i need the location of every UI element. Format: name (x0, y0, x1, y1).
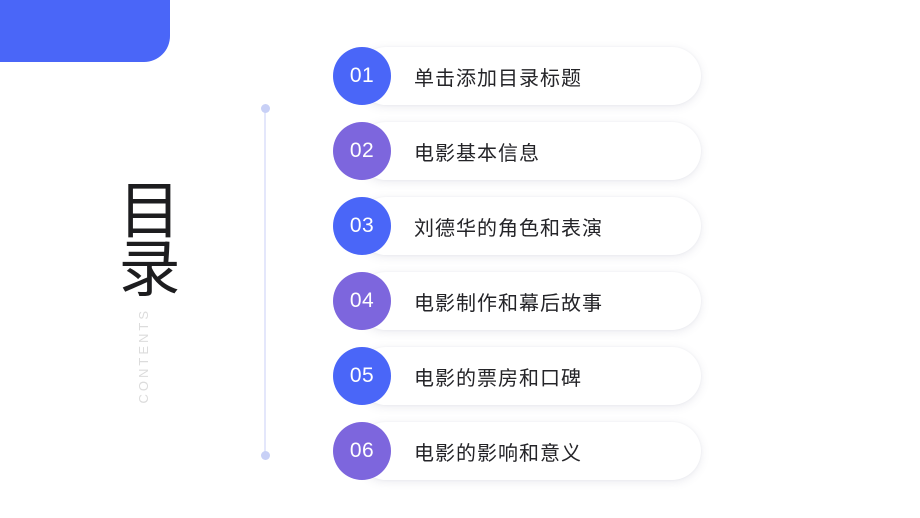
list-item[interactable]: 刘德华的角色和表演 03 (333, 197, 701, 255)
timeline-connector (260, 104, 270, 460)
toc-card[interactable]: 刘德华的角色和表演 (357, 197, 701, 255)
toc-card[interactable]: 电影的影响和意义 (357, 422, 701, 480)
table-of-contents-list: 单击添加目录标题 01 电影基本信息 02 刘德华的角色和表演 03 电影制作和… (333, 47, 701, 480)
toc-item-label: 电影的影响和意义 (414, 442, 582, 465)
toc-item-label: 刘德华的角色和表演 (414, 217, 603, 240)
toc-card[interactable]: 电影基本信息 (357, 122, 701, 180)
toc-item-number-badge: 03 (333, 197, 391, 255)
toc-item-label: 电影基本信息 (414, 142, 540, 165)
toc-card[interactable]: 电影制作和幕后故事 (357, 272, 701, 330)
timeline-dot-bottom (260, 451, 270, 460)
toc-item-number-badge: 06 (333, 422, 391, 480)
toc-item-number-badge: 05 (333, 347, 391, 405)
toc-item-label: 电影制作和幕后故事 (414, 292, 603, 315)
timeline-dot-top (260, 104, 270, 113)
list-item[interactable]: 电影的影响和意义 06 (333, 422, 701, 480)
list-item[interactable]: 电影基本信息 02 (333, 122, 701, 180)
toc-card[interactable]: 单击添加目录标题 (357, 47, 701, 105)
toc-item-label: 单击添加目录标题 (414, 67, 582, 90)
slide-title-group: 目录 CONTENTS (88, 178, 198, 404)
list-item[interactable]: 电影制作和幕后故事 04 (333, 272, 701, 330)
toc-item-number-badge: 04 (333, 272, 391, 330)
toc-item-label: 电影的票房和口碑 (414, 367, 582, 390)
list-item[interactable]: 单击添加目录标题 01 (333, 47, 701, 105)
list-item[interactable]: 电影的票房和口碑 05 (333, 347, 701, 405)
decorative-blue-block (0, 0, 170, 62)
page-subtitle: CONTENTS (135, 308, 151, 404)
toc-item-number-badge: 02 (333, 122, 391, 180)
toc-item-number-badge: 01 (333, 47, 391, 105)
page-title: 目录 (108, 178, 178, 294)
toc-card[interactable]: 电影的票房和口碑 (357, 347, 701, 405)
